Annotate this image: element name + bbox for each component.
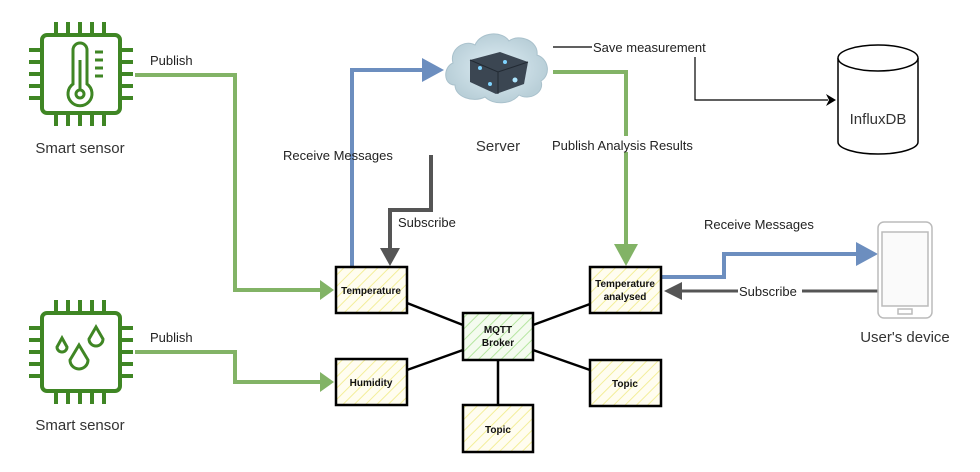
broker-label-1: MQTT	[484, 325, 512, 336]
topic-label-2: analysed	[604, 292, 647, 303]
topic-right[interactable]: Topic	[588, 358, 663, 408]
thermometer-chip-icon	[29, 22, 133, 126]
edge-publish-temperature[interactable]: Publish	[135, 53, 334, 300]
edge-label: Publish	[150, 53, 193, 68]
edge-label: Receive Messages	[704, 217, 814, 232]
edge-save-measurement[interactable]: Save measurement	[553, 40, 836, 106]
server-node[interactable]: Server	[445, 33, 548, 155]
edge-label: Receive Messages	[283, 148, 393, 163]
edge-receive-device[interactable]: Receive Messages	[661, 217, 878, 279]
server-label: Server	[476, 138, 520, 155]
edge-label: Save measurement	[593, 40, 706, 55]
edge-label: Subscribe	[739, 284, 797, 299]
device-label: User's device	[860, 329, 950, 346]
broker-links	[406, 301, 591, 405]
topic-label: Humidity	[350, 378, 393, 389]
edge-subscribe-server[interactable]: Subscribe	[380, 155, 456, 266]
database-cylinder-icon	[837, 44, 919, 155]
topic-humidity[interactable]: Humidity	[334, 357, 409, 407]
edge-publish-humidity[interactable]: Publish	[135, 330, 334, 392]
edge-receive-server[interactable]: Receive Messages	[283, 58, 444, 266]
smart-sensor-temperature[interactable]: Smart sensor	[29, 22, 133, 157]
smart-sensor-humidity[interactable]: Smart sensor	[29, 300, 133, 434]
edge-label: Subscribe	[398, 215, 456, 230]
cloud-server-icon	[445, 33, 548, 104]
edge-subscribe-device[interactable]: Subscribe	[664, 282, 882, 300]
edge-label: Publish Analysis Results	[552, 138, 693, 153]
db-label: InfluxDB	[850, 111, 907, 128]
edge-publish-results[interactable]: Publish Analysis Results	[552, 70, 713, 266]
mqtt-broker[interactable]: MQTT Broker	[461, 311, 535, 362]
topic-label-1: Temperature	[595, 279, 655, 290]
topic-temperature-analysed[interactable]: Temperature analysed	[588, 265, 663, 315]
sensor-label: Smart sensor	[35, 417, 124, 434]
sensor-label: Smart sensor	[35, 140, 124, 157]
topic-label: Topic	[485, 425, 511, 436]
influxdb-node[interactable]: InfluxDB	[837, 44, 919, 155]
user-device-node[interactable]: User's device	[860, 221, 950, 346]
topic-temperature[interactable]: Temperature	[334, 265, 409, 315]
edge-label: Publish	[150, 330, 193, 345]
smartphone-icon	[877, 221, 933, 319]
topic-label: Temperature	[341, 286, 401, 297]
topic-bottom[interactable]: Topic	[461, 403, 535, 454]
water-drops-chip-icon	[29, 300, 133, 404]
topic-label: Topic	[612, 379, 638, 390]
broker-label-2: Broker	[482, 338, 514, 349]
